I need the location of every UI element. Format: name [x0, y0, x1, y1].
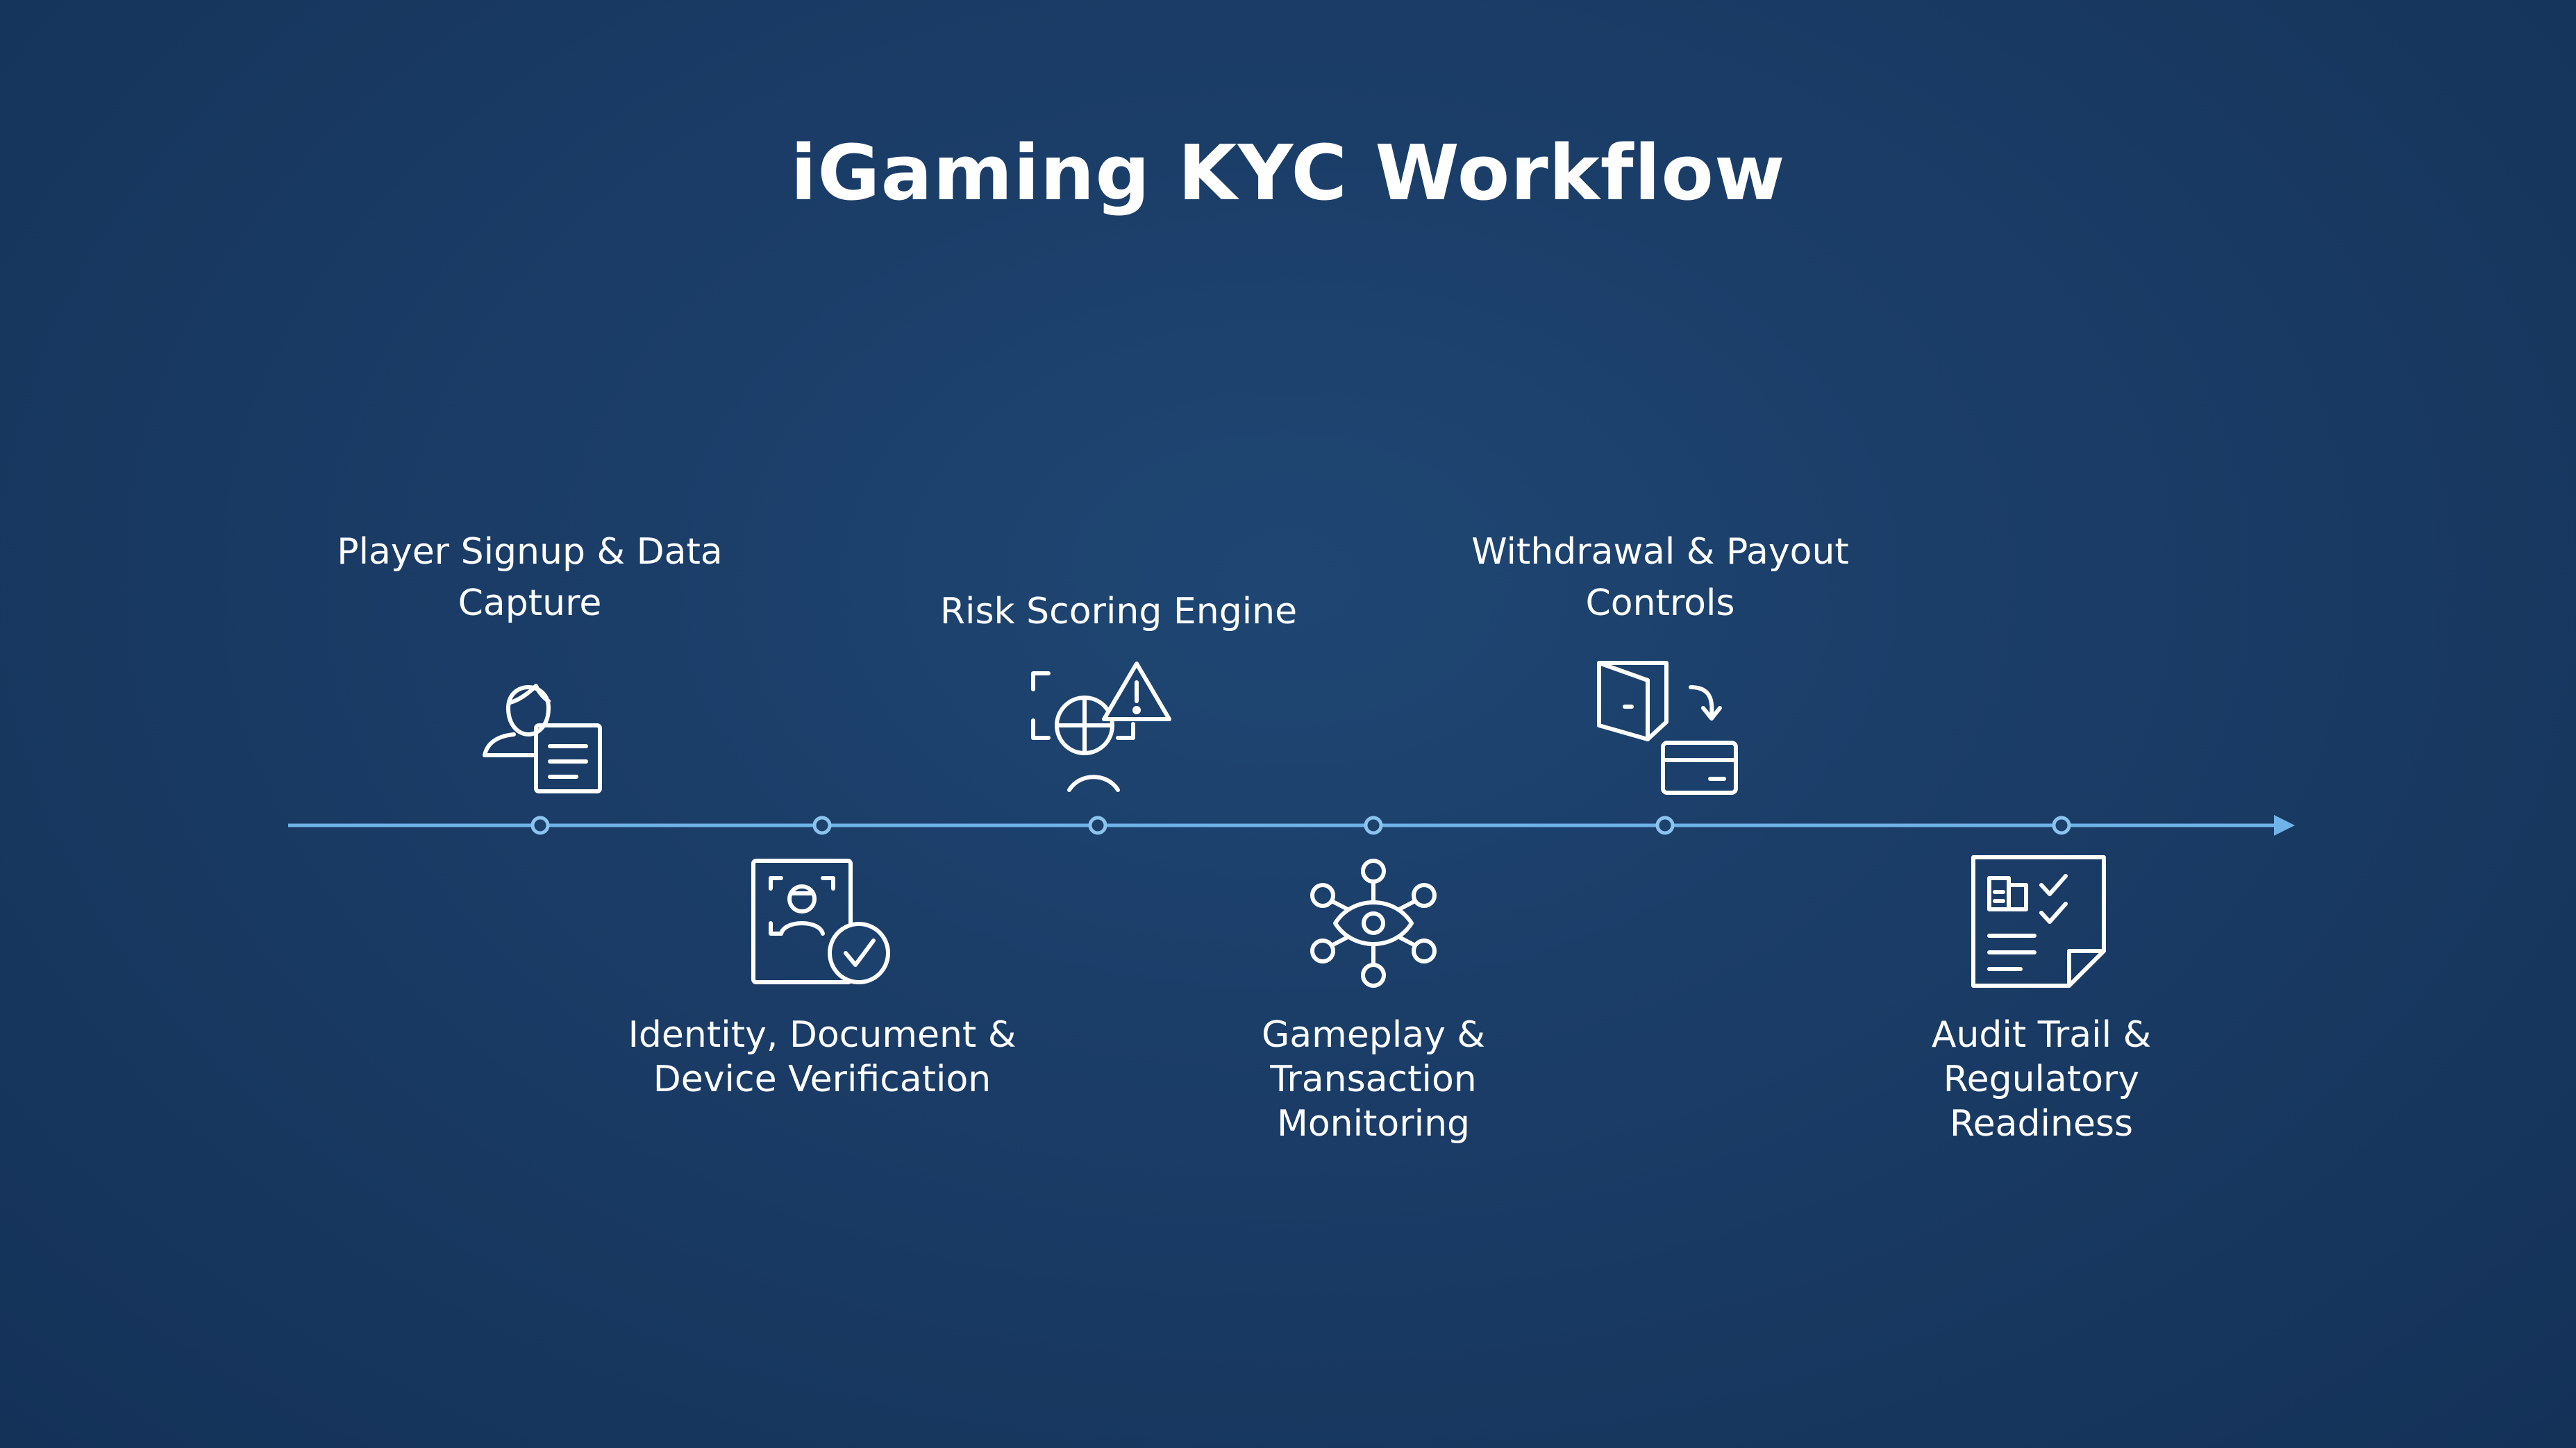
wallet-card-icon — [1597, 661, 1738, 795]
step-label-player-signup: Player Signup & Data Capture — [337, 531, 723, 624]
timeline-node-6 — [2052, 816, 2071, 835]
network-eye-icon — [1310, 859, 1437, 988]
step-label-identity-verification: Identity, Document & Device Verification — [628, 1014, 1017, 1100]
timeline-node-4 — [1364, 816, 1383, 835]
timeline-arrowhead — [2274, 815, 2295, 836]
page-title: iGaming KYC Workflow — [790, 128, 1786, 217]
step-label-gameplay-monitoring: Gameplay & Transaction Monitoring — [1262, 1014, 1485, 1145]
timeline-node-2 — [812, 816, 832, 835]
step-label-risk-scoring: Risk Scoring Engine — [939, 591, 1298, 632]
timeline-node-1 — [530, 816, 550, 835]
audit-checklist-icon — [1971, 855, 2106, 988]
id-verification-icon — [751, 859, 890, 984]
step-label-withdrawal-controls: Withdrawal & Payout Controls — [1471, 531, 1849, 624]
timeline-node-5 — [1655, 816, 1675, 835]
user-document-icon — [483, 684, 602, 793]
step-label-audit-trail: Audit Trail & Regulatory Readiness — [1931, 1014, 2152, 1145]
risk-alert-icon — [1031, 662, 1171, 792]
timeline-node-3 — [1088, 816, 1107, 835]
